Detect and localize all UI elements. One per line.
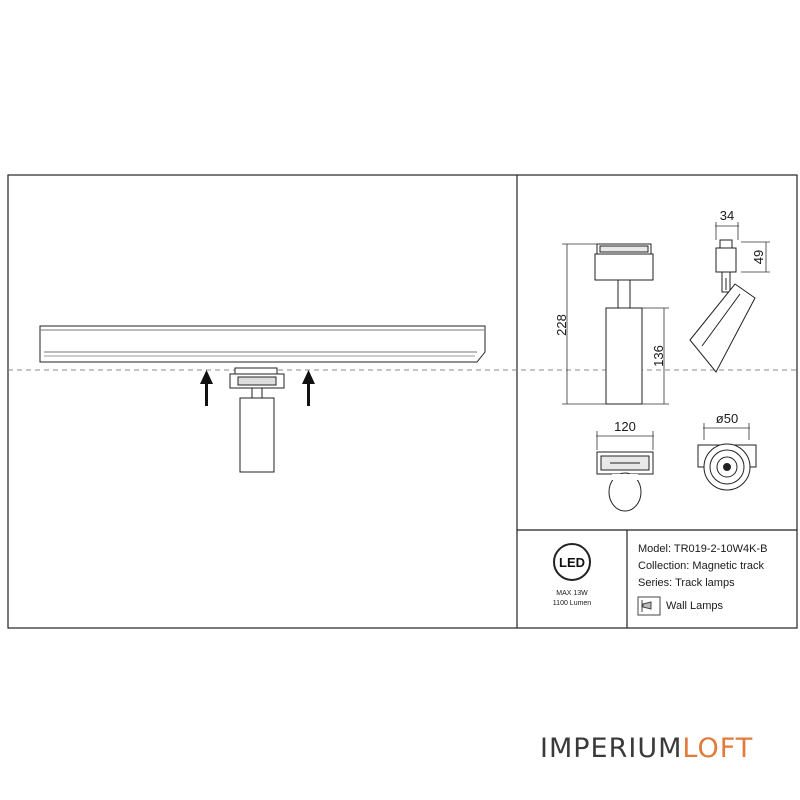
drawing-frame	[7, 174, 798, 629]
led-badge	[553, 543, 591, 581]
lamp-side-view	[689, 239, 756, 373]
spec-model: Model: TR019-2-10W4K-B	[638, 543, 768, 555]
dim-diameter	[703, 423, 750, 440]
spec-wall-lamps: Wall Lamps	[666, 600, 724, 612]
spec-collection: Collection: Magnetic track	[638, 560, 764, 572]
spec-series: Series: Track lamps	[638, 577, 735, 589]
led-power-text: MAX 13W	[556, 590, 588, 597]
brand-name-main: IMPERIUM	[540, 733, 683, 764]
brand-watermark: IMPERIUMLOFT	[540, 733, 753, 764]
lamp-top-view	[596, 451, 654, 512]
dim-width	[596, 431, 654, 450]
lamp-front-view	[594, 243, 654, 405]
magnetic-track-rail	[39, 325, 486, 363]
wall-lamp-icon	[637, 596, 661, 616]
track-lamp-front-view	[229, 367, 285, 473]
led-lumen-text: 1100 Lumen	[552, 600, 592, 607]
dim-depth-label: 34	[720, 208, 734, 223]
dim-head-height-label: 49	[751, 250, 766, 264]
dim-diameter-label: ø50	[716, 411, 738, 426]
brand-name-accent: LOFT	[682, 733, 754, 764]
led-logo-text: LED	[559, 555, 585, 570]
dim-head-height	[741, 241, 770, 273]
dim-total-height-label: 228	[554, 314, 569, 336]
dim-total-height	[562, 243, 606, 405]
install-arrow-right	[302, 370, 315, 406]
dim-body-height-label: 136	[651, 345, 666, 367]
dim-width-label: 120	[614, 419, 636, 434]
install-arrow-left	[200, 370, 213, 406]
dim-body-height	[642, 307, 669, 405]
dim-depth	[715, 222, 739, 240]
lamp-bottom-view	[697, 443, 757, 491]
